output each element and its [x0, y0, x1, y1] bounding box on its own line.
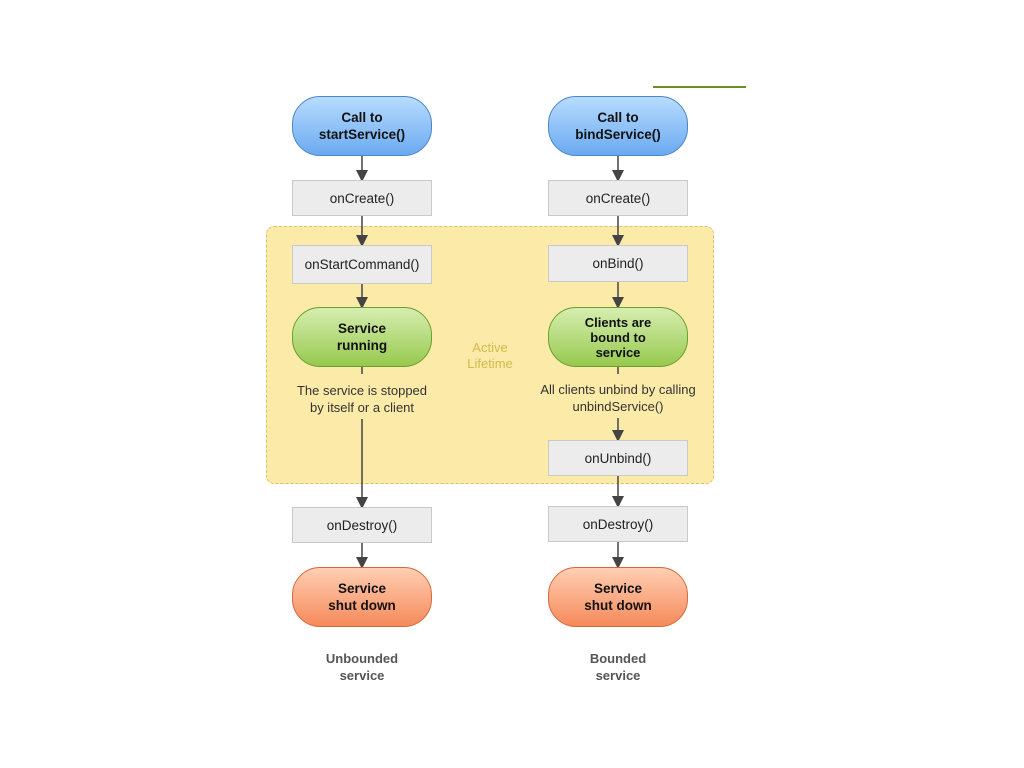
oncreate-box-left: onCreate() [292, 180, 432, 216]
bind-service-node: Call to bindService() [548, 96, 688, 156]
onstartcommand-box: onStartCommand() [292, 245, 432, 284]
unbounded-caption: Unbounded service [325, 651, 399, 683]
ondestroy-box-right: onDestroy() [548, 506, 688, 542]
oncreate-box-right: onCreate() [548, 180, 688, 216]
shut-down-node-right: Service shut down [548, 567, 688, 627]
start-service-node: Call to startService() [292, 96, 432, 156]
ondestroy-box-left: onDestroy() [292, 507, 432, 543]
service-running-node: Service running [292, 307, 432, 367]
unbind-note: All clients unbind by calling unbindServ… [540, 382, 696, 414]
onbind-box: onBind() [548, 245, 688, 282]
onunbind-box: onUnbind() [548, 440, 688, 476]
clients-bound-node: Clients are bound to service [548, 307, 688, 367]
decorative-line [653, 86, 746, 88]
stop-note: The service is stopped by itself or a cl… [296, 383, 428, 415]
bounded-caption: Bounded service [589, 651, 647, 683]
shut-down-node-left: Service shut down [292, 567, 432, 627]
active-lifetime-label: Active Lifetime [467, 340, 513, 371]
